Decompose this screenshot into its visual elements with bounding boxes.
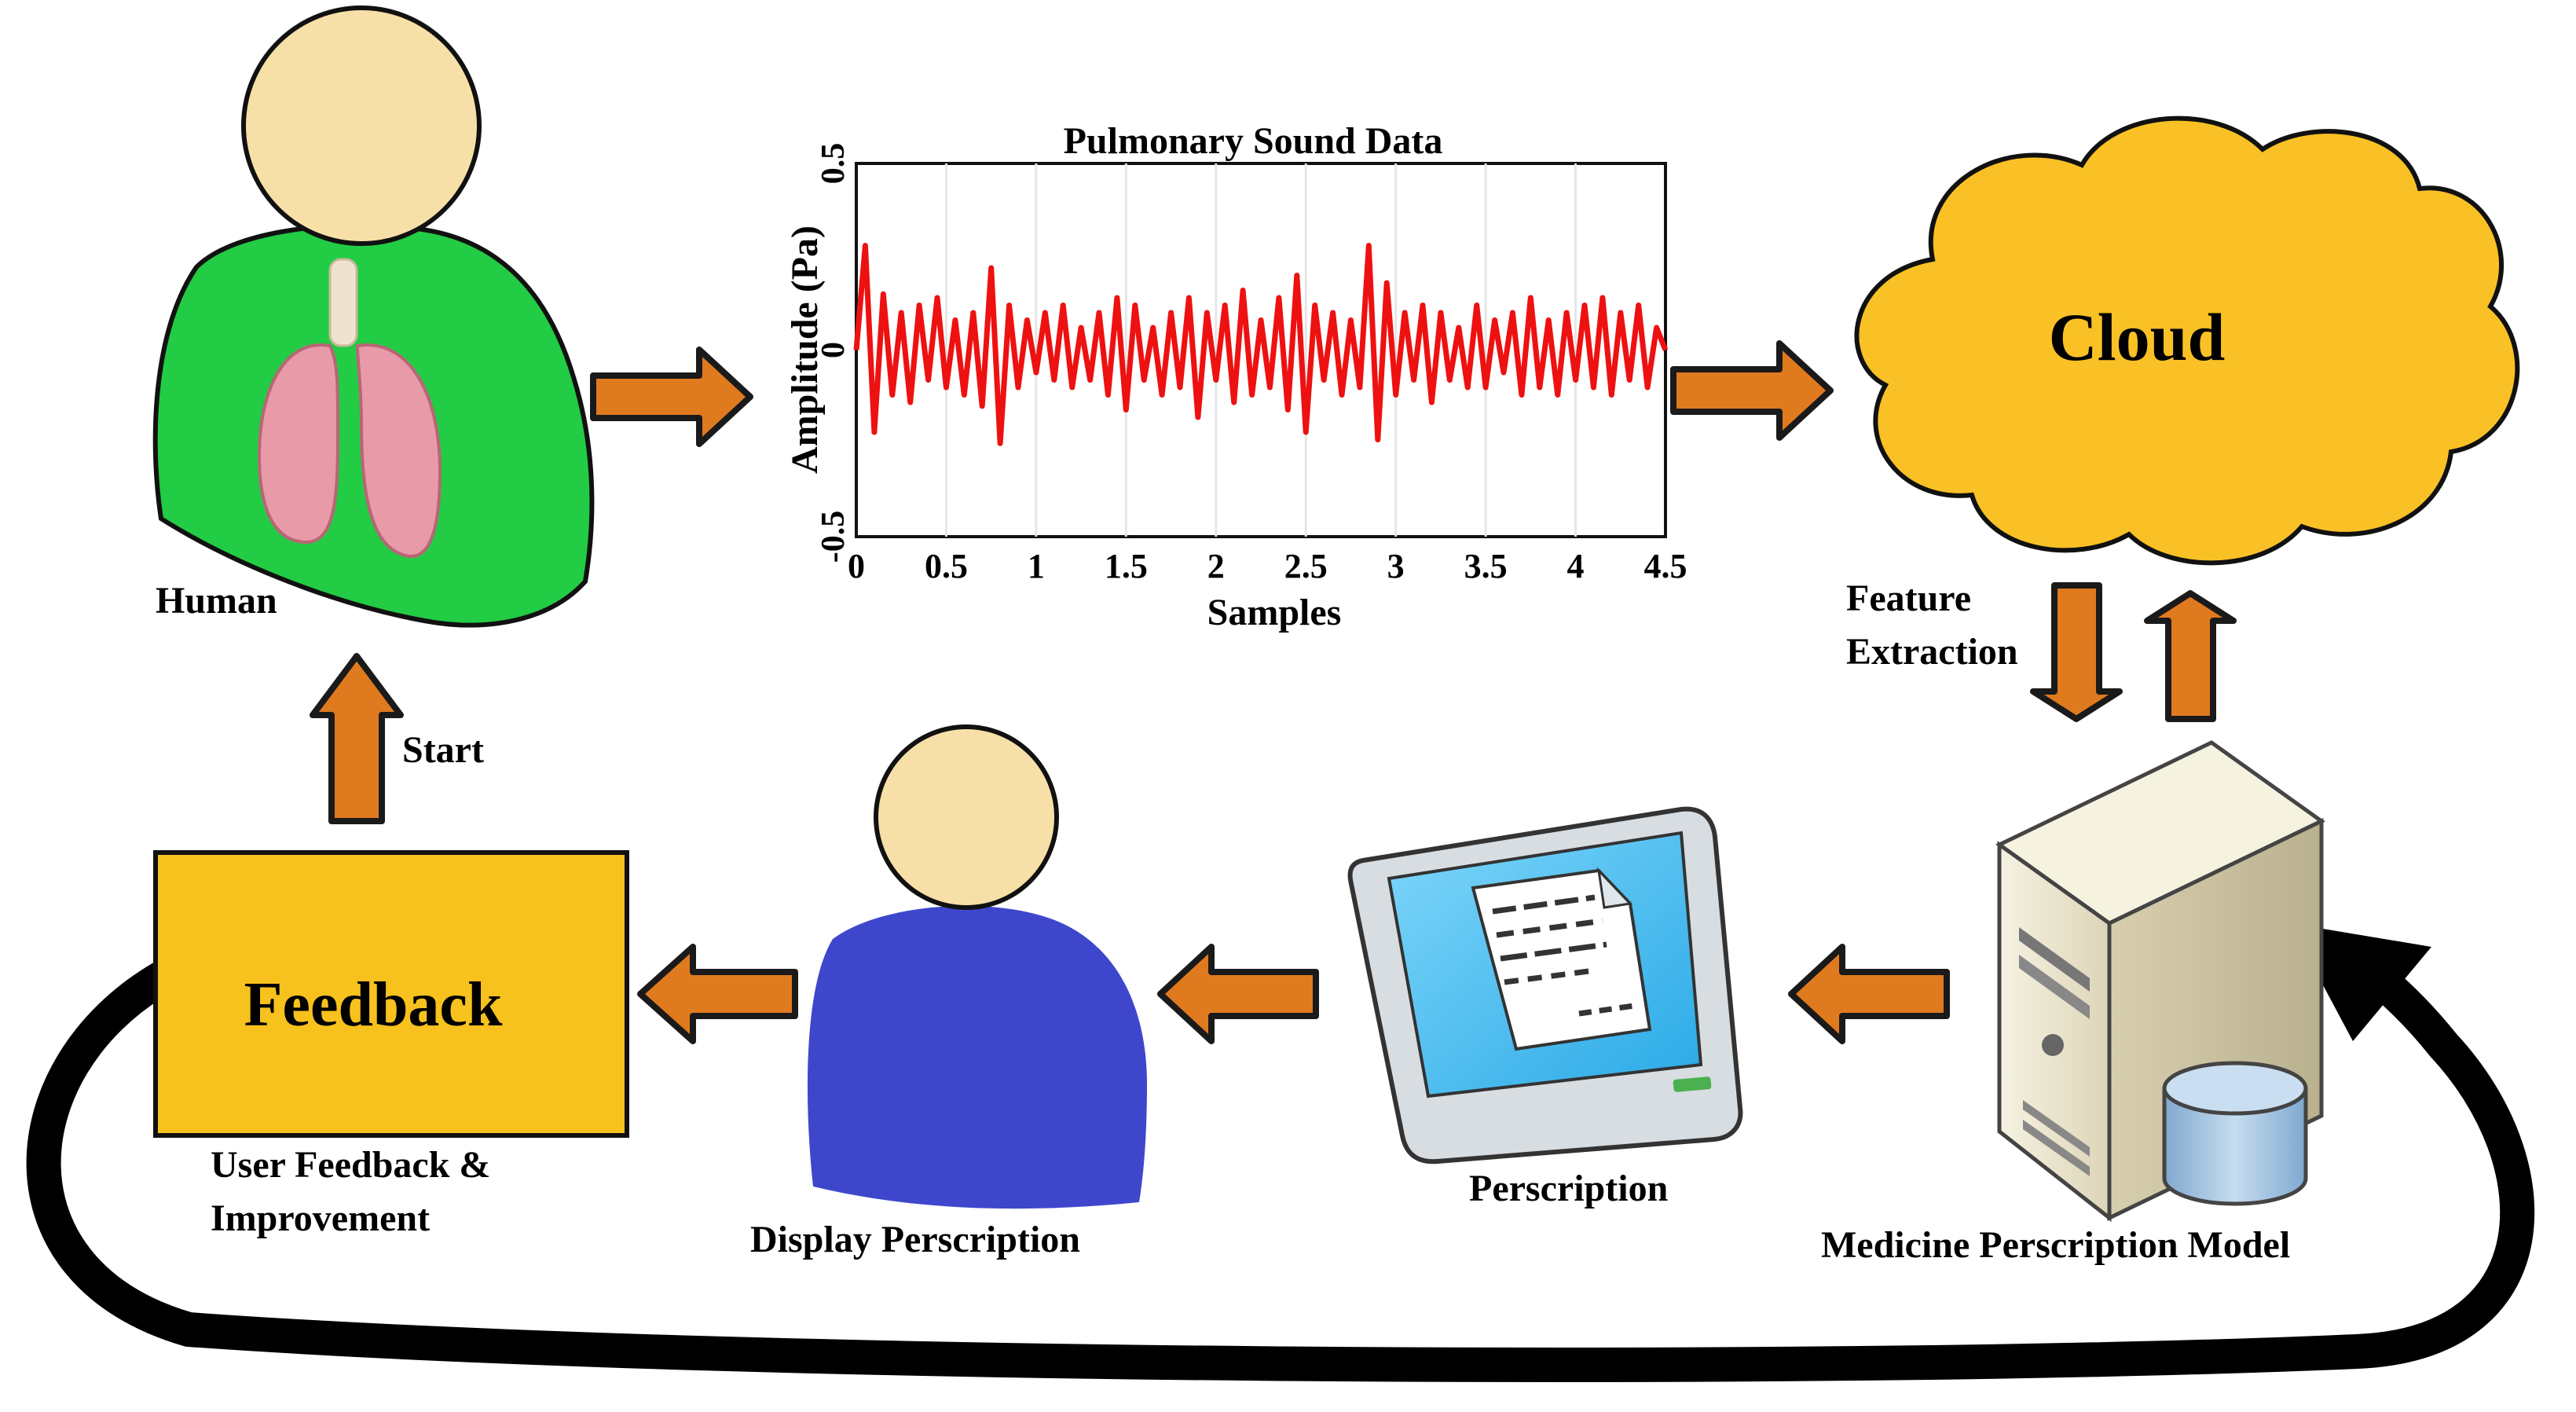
person-body [807, 905, 1147, 1209]
arrow-server-to-cloud [2144, 590, 2237, 722]
label-start: Start [402, 729, 484, 771]
lungs-icon [257, 258, 442, 559]
arrow-human-to-chart [590, 347, 753, 447]
chart-x-tick-8: 4 [1567, 547, 1585, 585]
label-model: Medicine Perscription Model [1821, 1224, 2290, 1266]
arrow-server-to-monitor [1788, 944, 1950, 1044]
arrow-person-to-feedback [637, 944, 798, 1044]
chart-x-tick-1: 0.5 [925, 547, 968, 585]
chart-x-tick-6: 3 [1387, 547, 1405, 585]
person-icon [807, 724, 1147, 1209]
chart-x-tick-2: 1 [1028, 547, 1045, 585]
chart-y-ticks: 0.5 0 -0.5 [815, 143, 852, 563]
chart-y-tick-0: 0.5 [815, 143, 852, 185]
label-cloud: Cloud [2049, 299, 2226, 375]
label-feature-line1: Feature [1846, 578, 1971, 619]
chart-x-label: Samples [1207, 592, 1342, 633]
arrow-cloud-to-server [2030, 582, 2123, 722]
chart-title: Pulmonary Sound Data [1064, 120, 1443, 162]
human-head [241, 6, 482, 246]
chart-x-tick-0: 0 [848, 547, 865, 585]
chart-x-tick-7: 3.5 [1464, 547, 1508, 585]
start-arrow [310, 653, 404, 824]
chart-grid [944, 163, 1577, 537]
monitor-icon [1347, 806, 1743, 1164]
arrow-monitor-to-person [1157, 944, 1319, 1044]
document-icon [1471, 867, 1652, 1051]
label-prescription: Perscription [1469, 1168, 1668, 1209]
chart-y-tick-2: -0.5 [815, 511, 852, 563]
cloud-icon [1854, 116, 2520, 566]
chart-series [853, 243, 1669, 446]
chart-y-tick-1: 0 [815, 342, 852, 358]
loop-arrowhead [2290, 923, 2431, 1041]
label-user-feedback-line2: Improvement [211, 1197, 430, 1239]
pulmonary-sound-chart: Pulmonary Sound Data 0 0.5 1 1.5 2 2.5 3 3.5 4 4.… [784, 120, 1687, 633]
database-icon [2162, 1061, 2308, 1206]
label-feature-line2: Extraction [1846, 631, 2018, 673]
label-human: Human [156, 580, 277, 622]
chart-x-tick-9: 4.5 [1644, 547, 1687, 585]
chart-x-ticks: 0 0.5 1 1.5 2 2.5 3 3.5 4 4.5 [848, 547, 1687, 585]
human-figure [152, 6, 595, 628]
label-display-prescription: Display Perscription [750, 1219, 1080, 1260]
label-user-feedback-line1: User Feedback & [211, 1144, 490, 1186]
arrow-chart-to-cloud [1670, 340, 1834, 441]
chart-y-label: Amplitude (Pa) [784, 226, 826, 474]
chart-x-tick-5: 2.5 [1284, 547, 1328, 585]
server-icon [1995, 740, 2325, 1223]
person-head [874, 724, 1059, 910]
chart-x-tick-4: 2 [1207, 547, 1225, 585]
chart-plot-frame [855, 162, 1667, 538]
feedback-loop-arrow [26, 923, 2535, 1382]
chart-x-tick-3: 1.5 [1105, 547, 1148, 585]
feedback-box [153, 850, 629, 1138]
label-feedback-box: Feedback [244, 970, 503, 1040]
chart-series-line [853, 243, 1669, 446]
